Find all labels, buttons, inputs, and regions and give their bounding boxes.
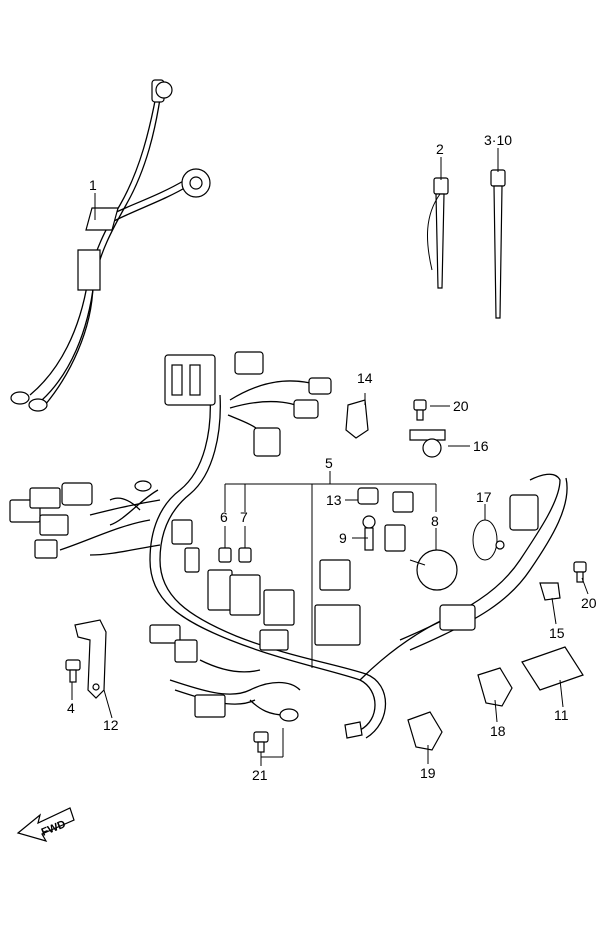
plug — [362, 515, 406, 552]
callout-13: 13 — [326, 492, 342, 508]
sheet-11 — [521, 646, 584, 691]
callout-14: 14 — [357, 370, 373, 386]
callout-21: 21 — [252, 767, 268, 783]
leader-lines — [71, 148, 589, 766]
bracket-15 — [539, 582, 561, 601]
callout-5: 5 — [325, 455, 333, 471]
cable-tie-short — [426, 177, 449, 289]
clip-18 — [477, 667, 513, 707]
callout-19: 19 — [420, 765, 436, 781]
callout-2: 2 — [436, 141, 444, 157]
callout-labels: 1 2 3·10 4 5 6 7 8 9 11 12 13 14 15 16 1… — [67, 132, 597, 783]
bolt-21 — [253, 731, 269, 753]
bracket-14 — [345, 399, 369, 439]
fuses — [218, 547, 252, 563]
callout-20-upper: 20 — [453, 398, 469, 414]
bolt-4 — [65, 659, 81, 683]
clip-19 — [407, 711, 443, 751]
callout-6: 6 — [220, 509, 228, 525]
callout-17: 17 — [476, 489, 492, 505]
bolt-20-upper — [413, 399, 427, 421]
callout-12: 12 — [103, 717, 119, 733]
callout-4: 4 — [67, 700, 75, 716]
band-17 — [472, 519, 505, 561]
callout-7: 7 — [240, 509, 248, 525]
callout-1: 1 — [89, 177, 97, 193]
callout-11: 11 — [554, 707, 569, 723]
clamp-16 — [409, 429, 446, 458]
fwd-arrow-icon: FWD — [16, 807, 75, 842]
bracket-12 — [74, 619, 107, 699]
battery-cable — [10, 79, 211, 412]
callout-15: 15 — [549, 625, 565, 641]
relay — [357, 487, 414, 513]
main-wiring-harness — [9, 351, 568, 739]
bolt-20-right — [573, 561, 587, 583]
callout-9: 9 — [339, 530, 347, 546]
buzzer — [409, 549, 458, 591]
callout-3-10: 3·10 — [484, 132, 512, 148]
cable-tie-long — [490, 169, 506, 319]
callout-8: 8 — [431, 513, 439, 529]
callout-18: 18 — [490, 723, 506, 739]
callout-20-right: 20 — [581, 595, 597, 611]
callout-16: 16 — [473, 438, 489, 454]
